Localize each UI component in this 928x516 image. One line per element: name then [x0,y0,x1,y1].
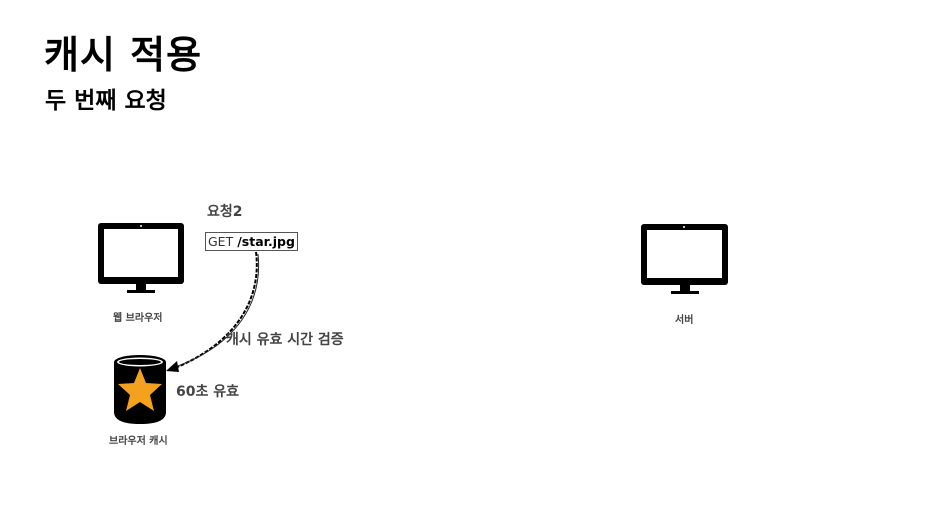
validation-arrow [166,251,260,372]
browser-monitor-icon [98,223,184,293]
server-monitor-icon [641,224,728,294]
cache-label: 브라우저 캐시 [109,436,168,447]
cache-validity-label: 60초 유효 [176,384,239,400]
server-label: 서버 [675,315,694,326]
page-subtitle: 두 번째 요청 [45,88,167,114]
page-title: 캐시 적용 [44,33,203,77]
arrow-label: 캐시 유효 시간 검증 [226,332,344,348]
database-star-icon [114,355,166,424]
request-method: GET [208,234,234,249]
request-box: GET /star.jpg [205,232,298,251]
request-path: /star.jpg [237,234,295,249]
request-label: 요청2 [207,204,243,220]
star-icon [118,368,162,411]
browser-label: 웹 브라우저 [113,313,163,324]
